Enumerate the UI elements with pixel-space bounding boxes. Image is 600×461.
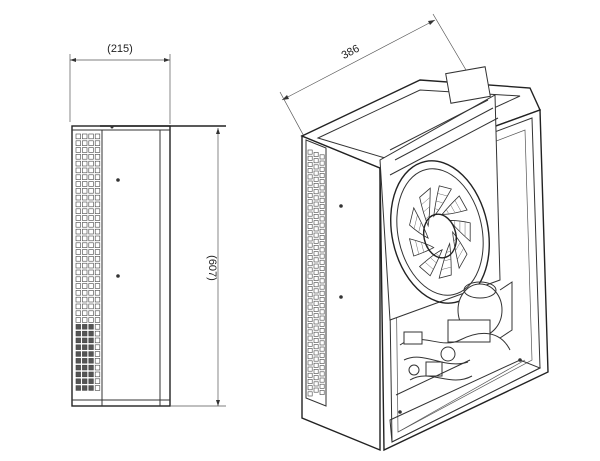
fan-icon bbox=[390, 160, 490, 304]
side-view: (215) (607) bbox=[69, 43, 226, 407]
side-body bbox=[71, 125, 171, 407]
iso-width-label: 386 bbox=[340, 43, 362, 62]
iso-vent-strip bbox=[307, 149, 325, 397]
side-width-dimension: (215) bbox=[69, 43, 171, 124]
side-vent-grid bbox=[75, 133, 101, 391]
iso-top-panel bbox=[300, 79, 541, 169]
side-height-label: (607) bbox=[206, 255, 218, 281]
side-height-dimension: (607) bbox=[170, 128, 226, 407]
compressor-assembly bbox=[395, 281, 513, 396]
side-width-label: (215) bbox=[107, 43, 133, 55]
iso-view: 386 bbox=[279, 13, 549, 452]
fan-assembly bbox=[379, 66, 501, 321]
